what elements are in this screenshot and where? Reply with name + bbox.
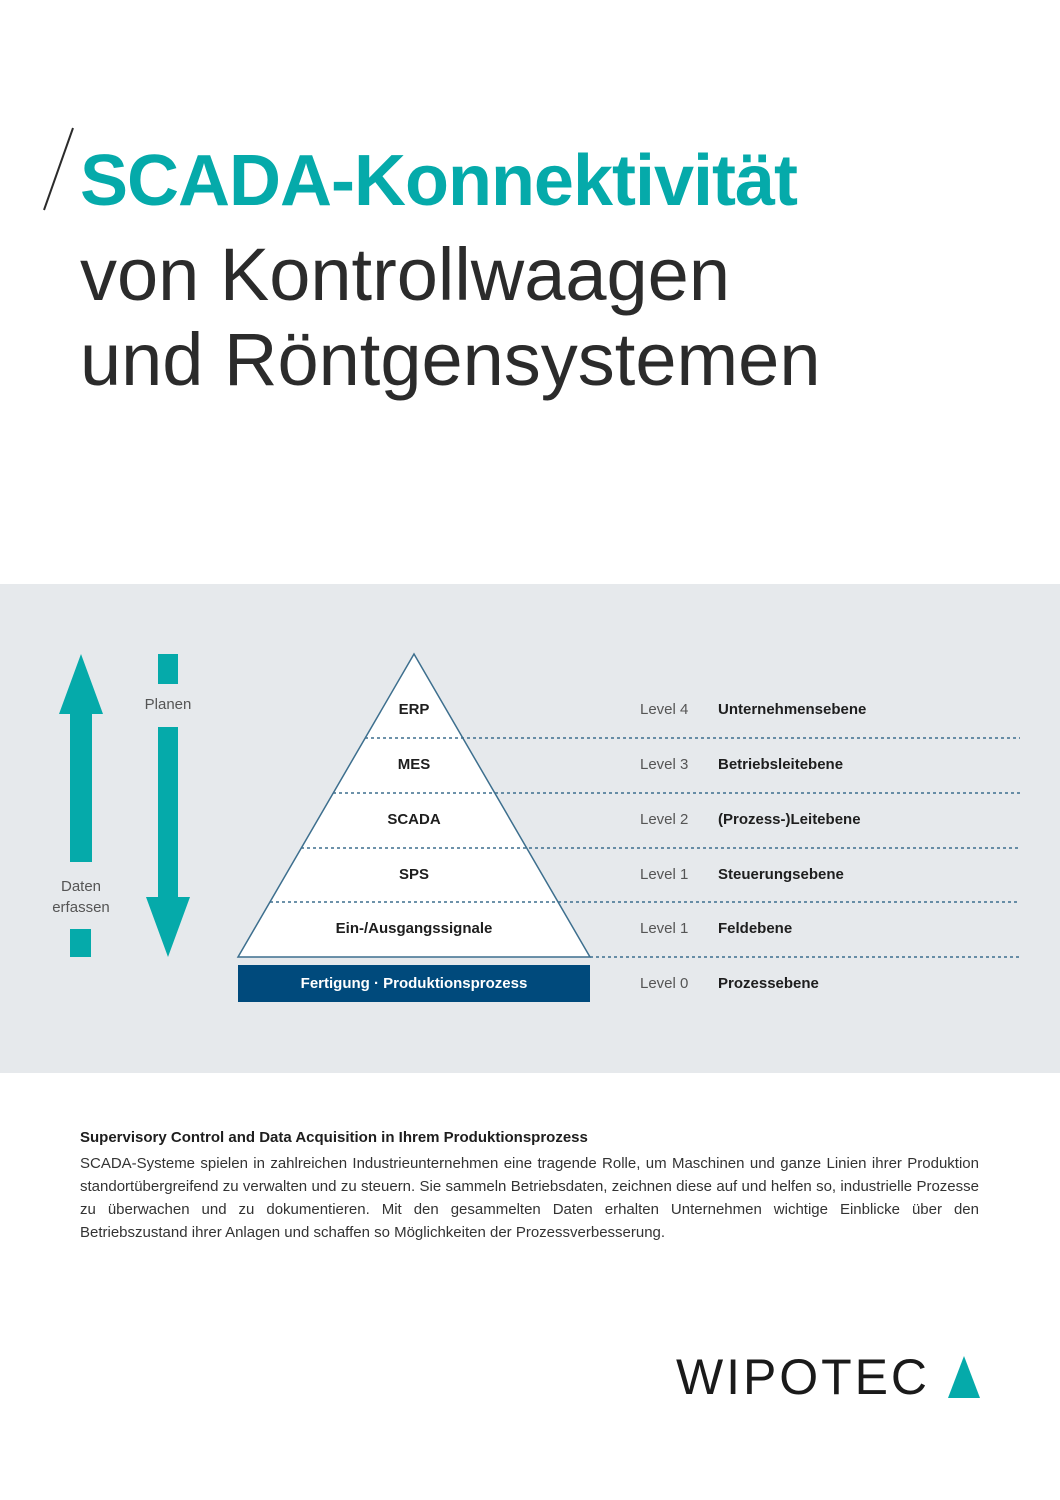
level-name: (Prozess-)Leitebene	[718, 811, 861, 828]
wipotec-logo: WIPOTEC	[676, 1352, 980, 1402]
level-number: Level 1	[640, 920, 689, 937]
down-arrow-icon	[146, 654, 190, 957]
logo-triangle-icon	[948, 1356, 980, 1398]
slash-decoration	[43, 127, 74, 211]
level-name: Betriebsleitebene	[718, 756, 844, 773]
daten-erfassen-label: Daten erfassen	[52, 878, 110, 916]
pyramid-level-scada: SCADA	[387, 811, 441, 828]
level-number: Level 4	[640, 701, 689, 718]
pyramid-level-io: Ein-/Ausgangssignale	[335, 920, 493, 937]
section-heading: Supervisory Control and Data Acquisition…	[80, 1129, 588, 1146]
production-process-bar: Fertigung · Produktionsprozess	[238, 965, 590, 1002]
level-name: Prozessebene	[718, 975, 819, 992]
level-number: Level 2	[640, 811, 689, 828]
level-number: Level 3	[640, 756, 689, 773]
body-paragraph: SCADA-Systeme spielen in zahlreichen Ind…	[80, 1155, 979, 1241]
pyramid-diagram	[59, 652, 1020, 958]
logo-text: WIPOTEC	[676, 1352, 928, 1402]
level-number: Level 1	[640, 866, 689, 883]
pyramid-level-erp: ERP	[398, 701, 430, 718]
level-name: Unternehmensebene	[718, 701, 867, 718]
title-line-3: und Röntgensystemen	[80, 318, 821, 401]
planen-label: Planen	[144, 696, 192, 713]
level-number: Level 0	[640, 975, 689, 992]
level-name: Steuerungsebene	[718, 866, 844, 883]
pyramid-level-mes: MES	[397, 756, 431, 773]
title-line-2: von Kontrollwaagen	[80, 233, 730, 316]
level-name: Feldebene	[718, 920, 793, 937]
level-dividers	[270, 737, 1020, 958]
pyramid-shape	[236, 652, 592, 958]
title-line-1: SCADA-Konnektivität	[80, 141, 798, 221]
pyramid-level-sps: SPS	[398, 866, 429, 883]
up-arrow-icon	[59, 654, 103, 957]
